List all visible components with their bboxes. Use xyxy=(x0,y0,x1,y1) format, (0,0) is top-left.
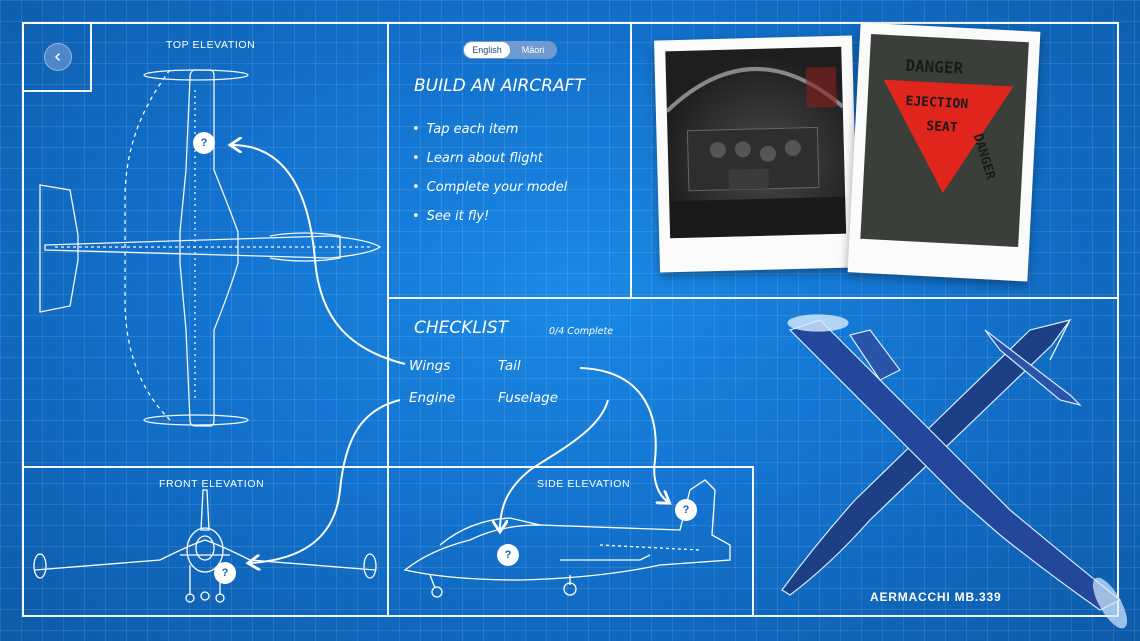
checklist-item-engine[interactable]: Engine xyxy=(409,390,456,406)
intro-step: See it fly! xyxy=(412,208,567,237)
checklist-item-tail[interactable]: Tail xyxy=(498,358,521,374)
side-elevation-aircraft xyxy=(403,479,731,598)
warning-triangle-icon xyxy=(883,79,1014,193)
ejection-seat-photo: DANGER EJECTION SEAT DANGER xyxy=(860,34,1029,248)
divider-v1 xyxy=(387,22,389,617)
front-elevation-aircraft xyxy=(33,489,377,603)
side-elevation-label: SIDE ELEVATION xyxy=(537,478,631,490)
hotspot-tail[interactable]: ? xyxy=(675,499,697,521)
intro-step: Learn about flight xyxy=(412,150,567,179)
checklist-item-fuselage[interactable]: Fuselage xyxy=(498,390,559,406)
warning-sign-line2: EJECTION xyxy=(905,93,969,113)
intro-title: BUILD AN AIRCRAFT xyxy=(414,76,585,96)
ejection-seat-photo-card[interactable]: DANGER EJECTION SEAT DANGER xyxy=(847,22,1041,282)
top-elevation-aircraft xyxy=(39,69,382,427)
cockpit-photo-card[interactable] xyxy=(653,35,859,273)
divider-v3 xyxy=(752,466,754,617)
warning-sign-line3: SEAT xyxy=(925,119,958,136)
guide-arrows xyxy=(232,145,668,563)
front-elevation-label: FRONT ELEVATION xyxy=(159,478,265,490)
checklist-item-wings[interactable]: Wings xyxy=(409,358,451,374)
cockpit-photo xyxy=(665,46,847,239)
hotspot-fuselage[interactable]: ? xyxy=(497,544,519,566)
hotspot-engine[interactable]: ? xyxy=(214,562,236,584)
divider-v2 xyxy=(630,22,632,298)
intro-step: Tap each item xyxy=(412,121,567,150)
aircraft-name: AERMACCHI MB.339 xyxy=(870,590,1002,604)
warning-sign-line1: DANGER xyxy=(904,55,964,78)
cockpit-illustration xyxy=(665,66,847,239)
hotspot-wings[interactable]: ? xyxy=(193,132,215,154)
checklist-title: CHECKLIST xyxy=(414,318,509,338)
checklist-progress: 0/4 Complete xyxy=(549,326,614,337)
intro-step: Complete your model xyxy=(412,179,568,208)
back-button[interactable] xyxy=(44,43,72,71)
language-option-english[interactable]: English xyxy=(464,42,510,58)
blueprint-outer-frame xyxy=(22,22,1119,617)
intro-steps-list: Tap each item Learn about flight Complet… xyxy=(412,121,568,237)
corner-box xyxy=(22,22,92,92)
language-toggle[interactable]: English Māori xyxy=(463,41,557,59)
chevron-left-icon xyxy=(54,52,61,62)
divider-h2 xyxy=(22,466,754,468)
top-elevation-label: TOP ELEVATION xyxy=(166,39,256,51)
language-option-maori[interactable]: Māori xyxy=(521,45,545,55)
perspective-aircraft xyxy=(781,314,1128,629)
divider-h1 xyxy=(387,297,1119,299)
